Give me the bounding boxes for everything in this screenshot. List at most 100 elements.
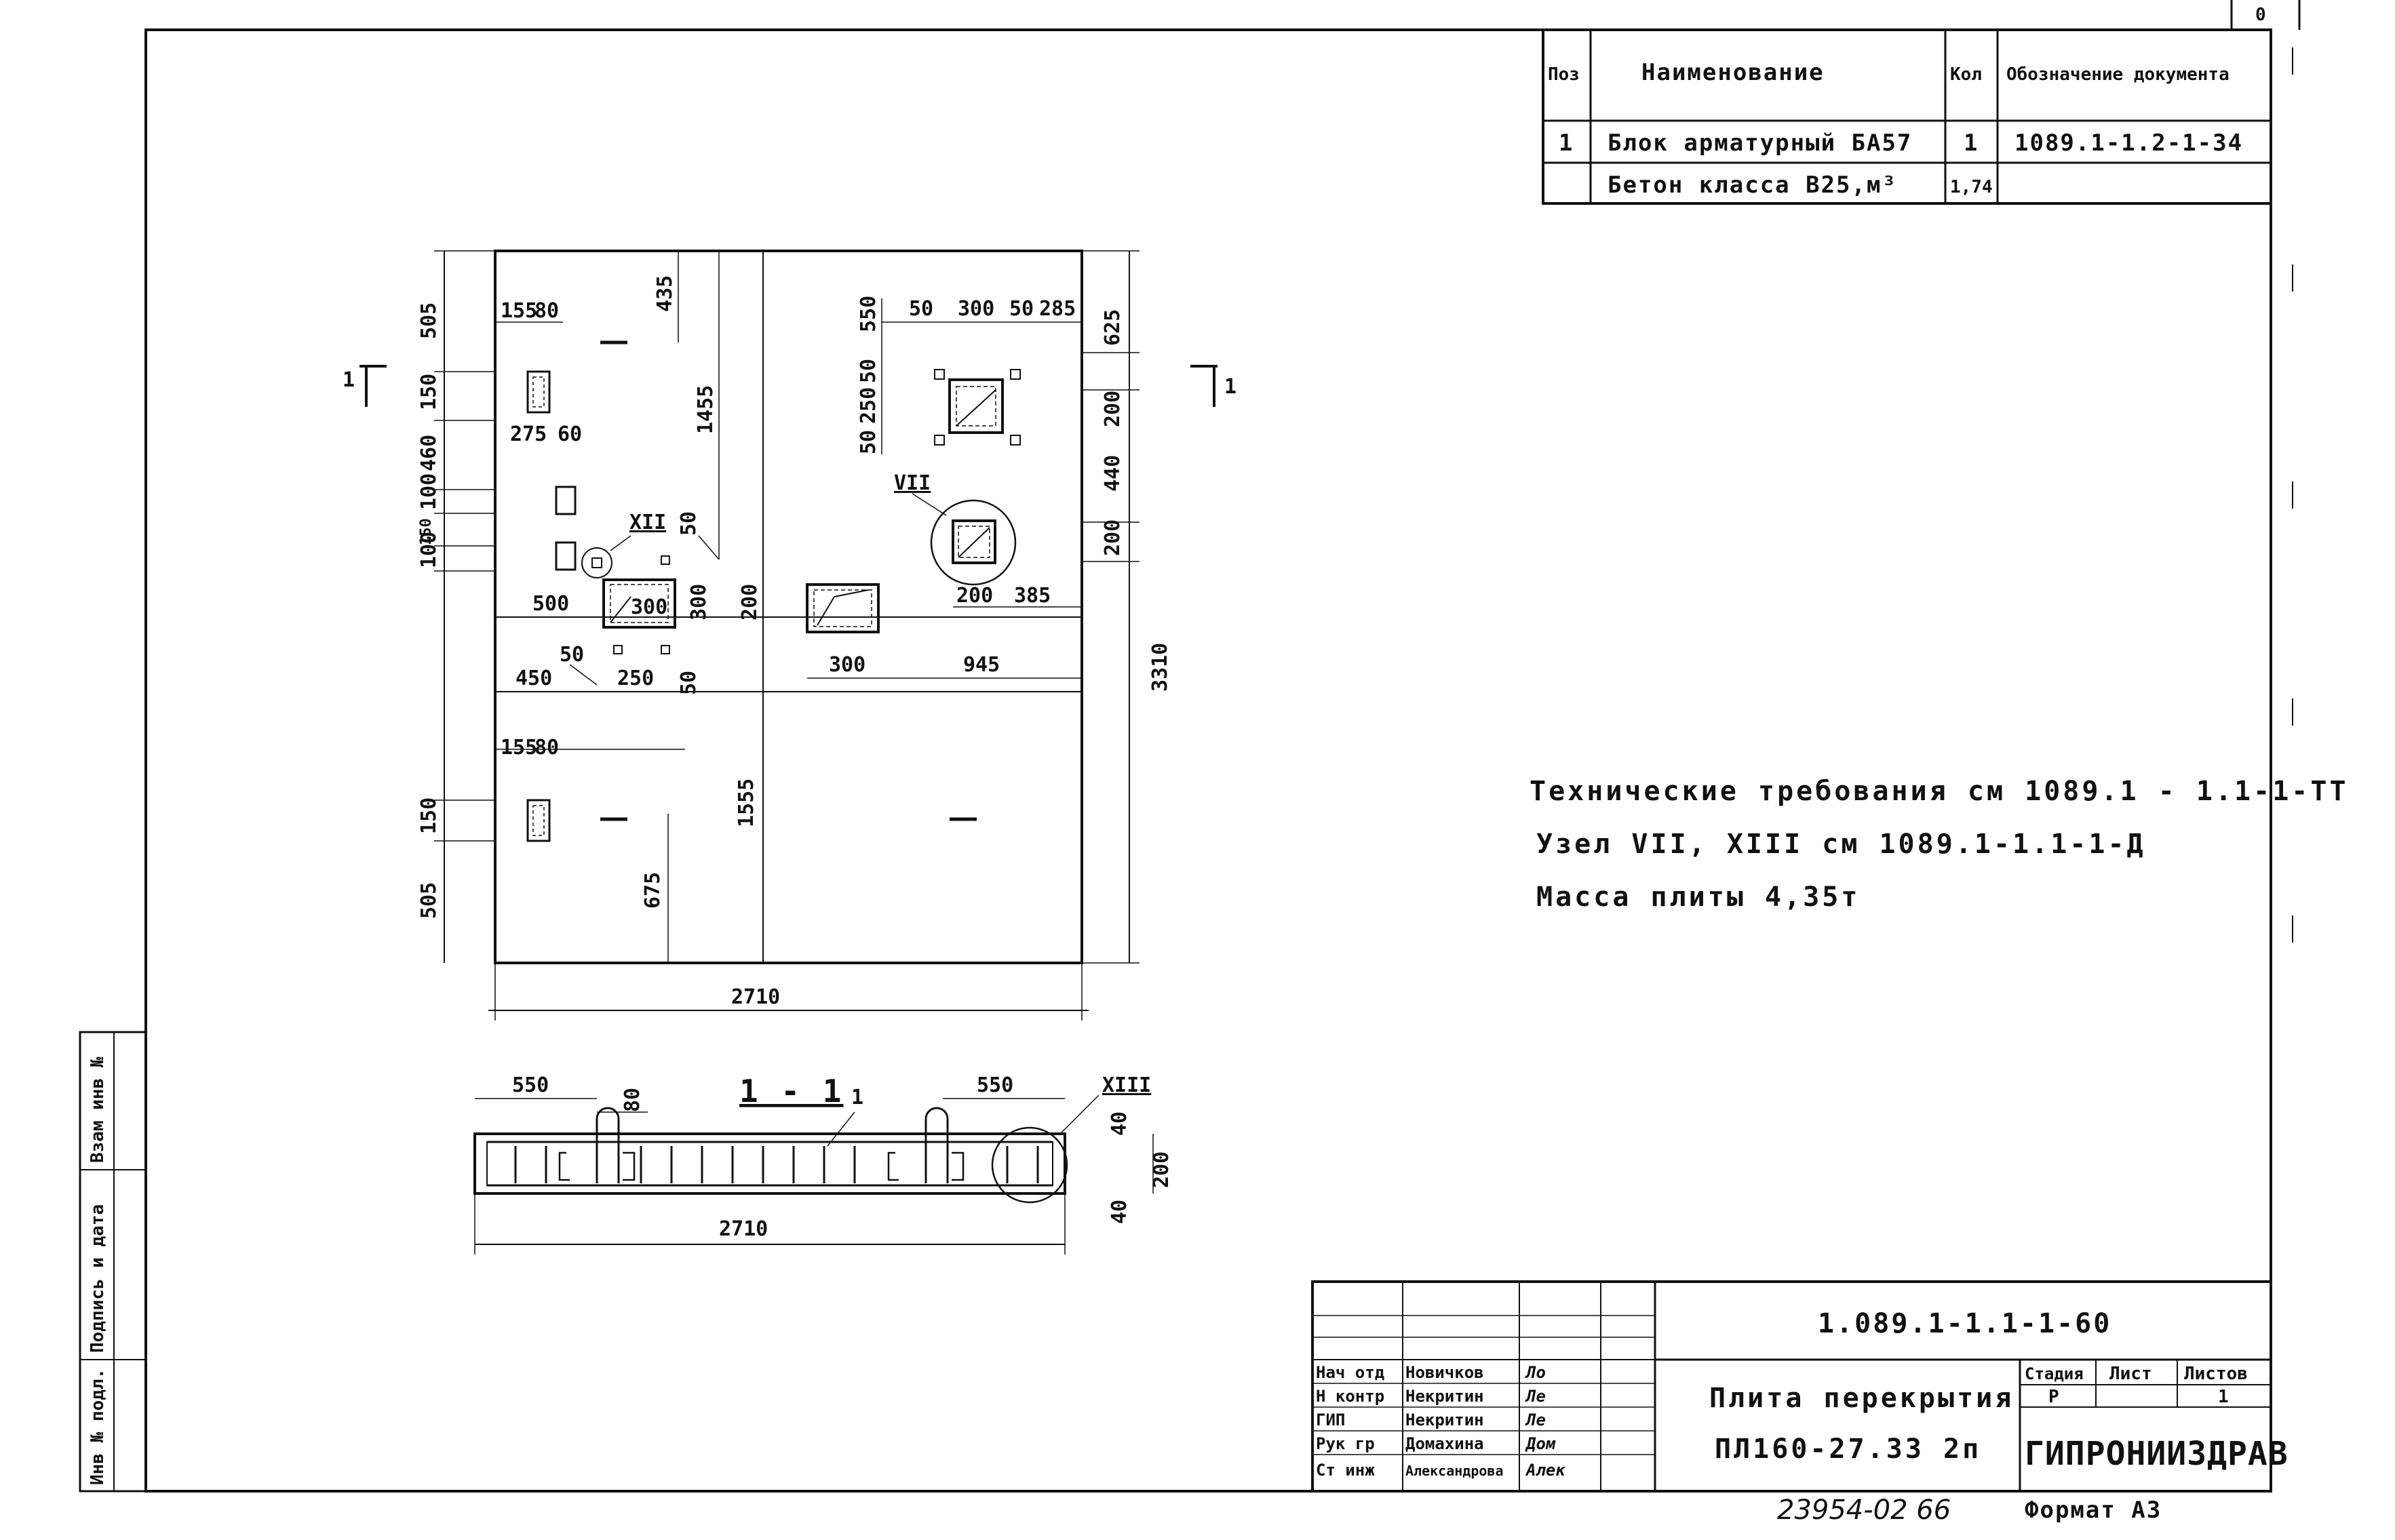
svg-text:450: 450	[515, 667, 552, 690]
svg-text:945: 945	[963, 653, 1000, 677]
svg-text:200: 200	[1101, 391, 1125, 427]
svg-text:Новичков: Новичков	[1405, 1363, 1484, 1382]
title-name-line1: Плита перекрытия	[1709, 1383, 2014, 1414]
svg-text:300: 300	[631, 595, 667, 619]
title-stage-value: Р	[2048, 1387, 2059, 1407]
svg-text:100: 100	[417, 473, 441, 510]
svg-text:150: 150	[417, 374, 441, 410]
svg-text:155: 155	[501, 736, 537, 759]
row1-doc: 1089.1-1.2-1-34	[2014, 130, 2243, 157]
node-mark-xiii: XIII	[1102, 1073, 1151, 1097]
svg-text:Ле: Ле	[1525, 1410, 1546, 1429]
section-stirrups	[514, 1146, 1039, 1183]
svg-text:285: 285	[1039, 297, 1076, 321]
svg-text:50: 50	[857, 359, 880, 383]
svg-text:460: 460	[417, 435, 441, 471]
svg-text:60: 60	[558, 422, 582, 446]
note-nodes: Узел VII, XIII см 1089.1-1.1-1-Д	[1536, 829, 2146, 860]
svg-text:Некритин: Некритин	[1405, 1387, 1484, 1406]
node-mark-vii: VII	[894, 471, 931, 495]
col-header-name: Наименование	[1641, 59, 1825, 86]
svg-text:ГИП: ГИП	[1316, 1410, 1345, 1429]
svg-text:150: 150	[418, 518, 435, 545]
dim-overall-width: 2710	[488, 963, 1089, 1021]
svg-text:Дом: Дом	[1525, 1434, 1556, 1453]
section-mark-right: 1	[1190, 365, 1237, 407]
svg-text:200: 200	[1150, 1151, 1173, 1188]
svg-text:Александрова: Александрова	[1405, 1463, 1504, 1479]
col-header-pos: Поз	[1548, 64, 1580, 85]
svg-text:40: 40	[1108, 1200, 1131, 1224]
svg-text:Н контр: Н контр	[1316, 1387, 1384, 1406]
title-doc-code: 1.089.1-1.1-1-60	[1818, 1308, 2111, 1339]
svg-text:550: 550	[857, 296, 880, 332]
lifting-loops	[558, 1107, 965, 1183]
section-callout: 1	[851, 1086, 863, 1109]
svg-text:300: 300	[958, 297, 994, 321]
svg-text:50: 50	[560, 643, 584, 667]
svg-text:50: 50	[1009, 297, 1034, 321]
svg-text:Некритин: Некритин	[1405, 1410, 1484, 1429]
svg-text:250: 250	[617, 667, 654, 690]
row2-name: Бетон класса В25,м³	[1608, 172, 1897, 199]
svg-text:155: 155	[501, 299, 537, 323]
svg-text:50: 50	[857, 430, 880, 454]
row1-pos: 1	[1559, 130, 1574, 157]
svg-text:80: 80	[621, 1088, 644, 1112]
svg-text:550: 550	[512, 1073, 549, 1097]
svg-text:100: 100	[417, 532, 441, 568]
svg-text:300: 300	[829, 653, 865, 677]
svg-text:1455: 1455	[694, 385, 718, 434]
stamp-inv-original: Инв № подл.	[87, 1368, 108, 1485]
svg-text:50: 50	[677, 671, 701, 695]
col-header-qty: Кол	[1950, 64, 1982, 85]
svg-text:40: 40	[1108, 1111, 1131, 1136]
svg-text:1: 1	[1224, 375, 1237, 399]
svg-text:275: 275	[510, 422, 547, 446]
specification-table: Поз Наименование Кол Обозначение докумен…	[1542, 28, 2272, 205]
svg-text:200: 200	[956, 584, 993, 608]
svg-text:250: 250	[857, 387, 880, 424]
section-mark-left: 1	[343, 365, 387, 407]
svg-text:435: 435	[653, 275, 677, 312]
sheet-format: Формат А3	[2025, 1497, 2162, 1524]
opening-right-top: 50 300 50 285 550 50 250 50	[857, 296, 1082, 454]
svg-text:150: 150	[417, 797, 441, 834]
svg-text:440: 440	[1101, 455, 1125, 492]
svg-text:505: 505	[417, 302, 441, 339]
svg-text:Домахина: Домахина	[1405, 1434, 1484, 1453]
section-view: XIII 1 - 1 1 550 80 550 40 200 40 2710	[473, 1073, 1173, 1255]
row2-qty: 1,74	[1950, 177, 1993, 197]
svg-text:550: 550	[977, 1073, 1013, 1097]
svg-text:80: 80	[534, 299, 559, 323]
svg-text:1555: 1555	[735, 778, 758, 827]
dim-overall-length: 3310	[1148, 643, 1172, 692]
openings-left: 275 60 155 80	[495, 370, 685, 842]
svg-text:50: 50	[909, 297, 933, 321]
row1-name: Блок арматурный БА57	[1608, 130, 1912, 157]
stamp-signature-date: Подпись и дата	[87, 1204, 108, 1353]
col-header-doc: Обозначение документа	[2006, 64, 2230, 85]
title-organization: ГИПРОНИИЗДРАВ	[2025, 1435, 2289, 1473]
svg-text:Нач отд: Нач отд	[1316, 1363, 1384, 1382]
dims-left-chain: 505 150 460 100 100 150 150 505	[417, 250, 495, 963]
corner-sheet-number: 0	[2255, 5, 2266, 25]
svg-text:200: 200	[1101, 519, 1125, 556]
svg-text:Рук гр: Рук гр	[1316, 1434, 1375, 1453]
section-overall-width: 2710	[719, 1217, 768, 1241]
title-sheet-header: Лист	[2109, 1364, 2152, 1384]
title-roles: Нач отд Новичков Ло Н контр Некритин Ле …	[1316, 1363, 1566, 1480]
bottom-archive-code: 23954-02 66	[1777, 1495, 1951, 1526]
dims-top-left: 155 80 435	[495, 251, 679, 344]
title-stage-header: Стадия	[2025, 1364, 2084, 1383]
svg-text:500: 500	[532, 592, 569, 616]
svg-text:200: 200	[738, 584, 762, 620]
svg-text:300: 300	[687, 584, 711, 620]
title-name-line2: ПЛ160-27.33 2п	[1715, 1434, 1981, 1465]
opening-center: 200 300 945	[738, 583, 1082, 679]
svg-text:Ле: Ле	[1525, 1387, 1546, 1406]
dims-center: 1455 1555 675	[600, 251, 977, 963]
title-sheets-header: Листов	[2184, 1364, 2248, 1384]
title-block: 1.089.1-1.1-1-60 Плита перекрытия ПЛ160-…	[1311, 1280, 2289, 1493]
